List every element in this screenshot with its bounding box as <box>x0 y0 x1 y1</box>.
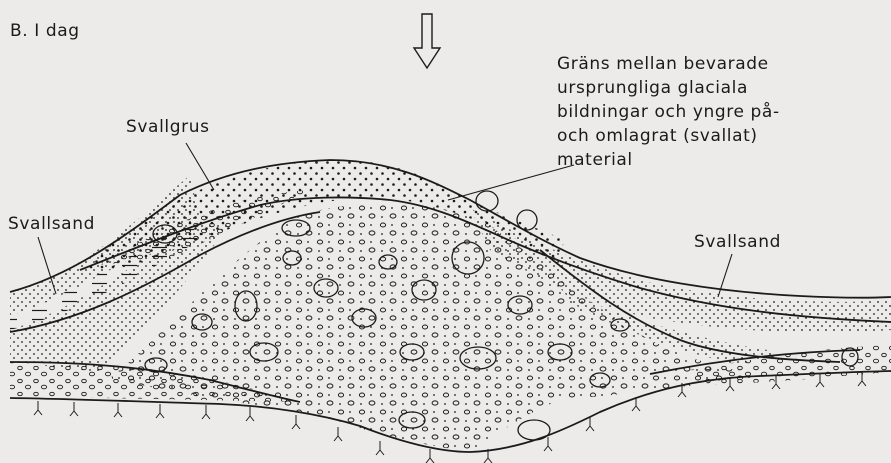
label-svallgrus: Svallgrus <box>126 119 210 136</box>
annotation-line: bildningar och yngre på- <box>557 100 877 124</box>
panel-title: B. I dag <box>10 23 80 40</box>
annotation-line: Gräns mellan bevarade <box>557 52 877 76</box>
annotation-line: material <box>557 148 877 172</box>
boundary-annotation: Gräns mellan bevarade ursprungliga glaci… <box>557 52 877 172</box>
annotation-line: ursprungliga glaciala <box>557 76 877 100</box>
label-svallsand-right: Svallsand <box>694 234 781 251</box>
annotation-line: och omlagrat (svallat) <box>557 124 877 148</box>
label-svallsand-left: Svallsand <box>8 216 95 233</box>
down-arrow-icon <box>414 14 440 68</box>
